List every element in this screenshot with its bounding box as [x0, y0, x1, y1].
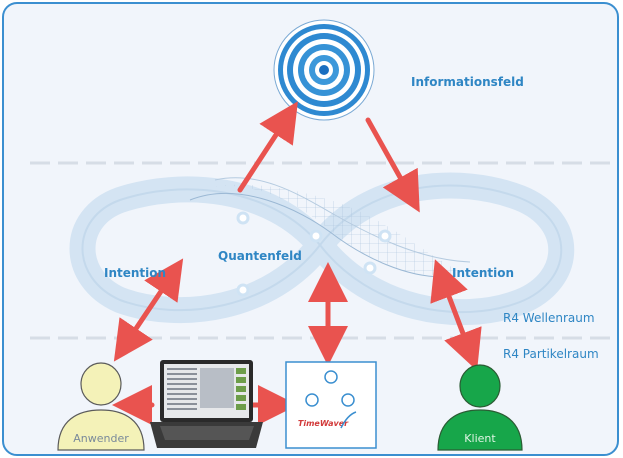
arrow-info-to-quantum [365, 117, 420, 213]
laptop [150, 360, 263, 448]
arrow-intention-right [430, 259, 482, 371]
quantum-field-infinity [69, 172, 575, 326]
label-wellenraum: R4 Wellenraum [503, 311, 595, 325]
arrows [112, 101, 482, 425]
anwender-person: Anwender [57, 362, 145, 451]
logo-swoosh-icon [340, 411, 357, 429]
klient-person: Klient [437, 364, 523, 451]
label-intention-right: Intention [452, 266, 514, 280]
label-partikelraum: R4 Partikelraum [503, 347, 599, 361]
label-informationsfeld: Informationsfeld [411, 75, 524, 89]
arrow-quantum-to-info [237, 101, 298, 193]
anwender-label: Anwender [73, 432, 129, 445]
arrow-intention-left [113, 258, 184, 362]
klient-label: Klient [464, 432, 496, 445]
timewaver-logo: TimeWaver [298, 419, 349, 428]
information-field-target [273, 19, 375, 121]
device-circle-top [324, 370, 338, 384]
timewaver-device: TimeWaver [285, 361, 377, 449]
device-circle-right [341, 393, 355, 407]
label-intention-left: Intention [104, 266, 166, 280]
field-dots [236, 211, 392, 297]
label-quantenfeld: Quantenfeld [218, 249, 302, 263]
device-circle-left [305, 393, 319, 407]
